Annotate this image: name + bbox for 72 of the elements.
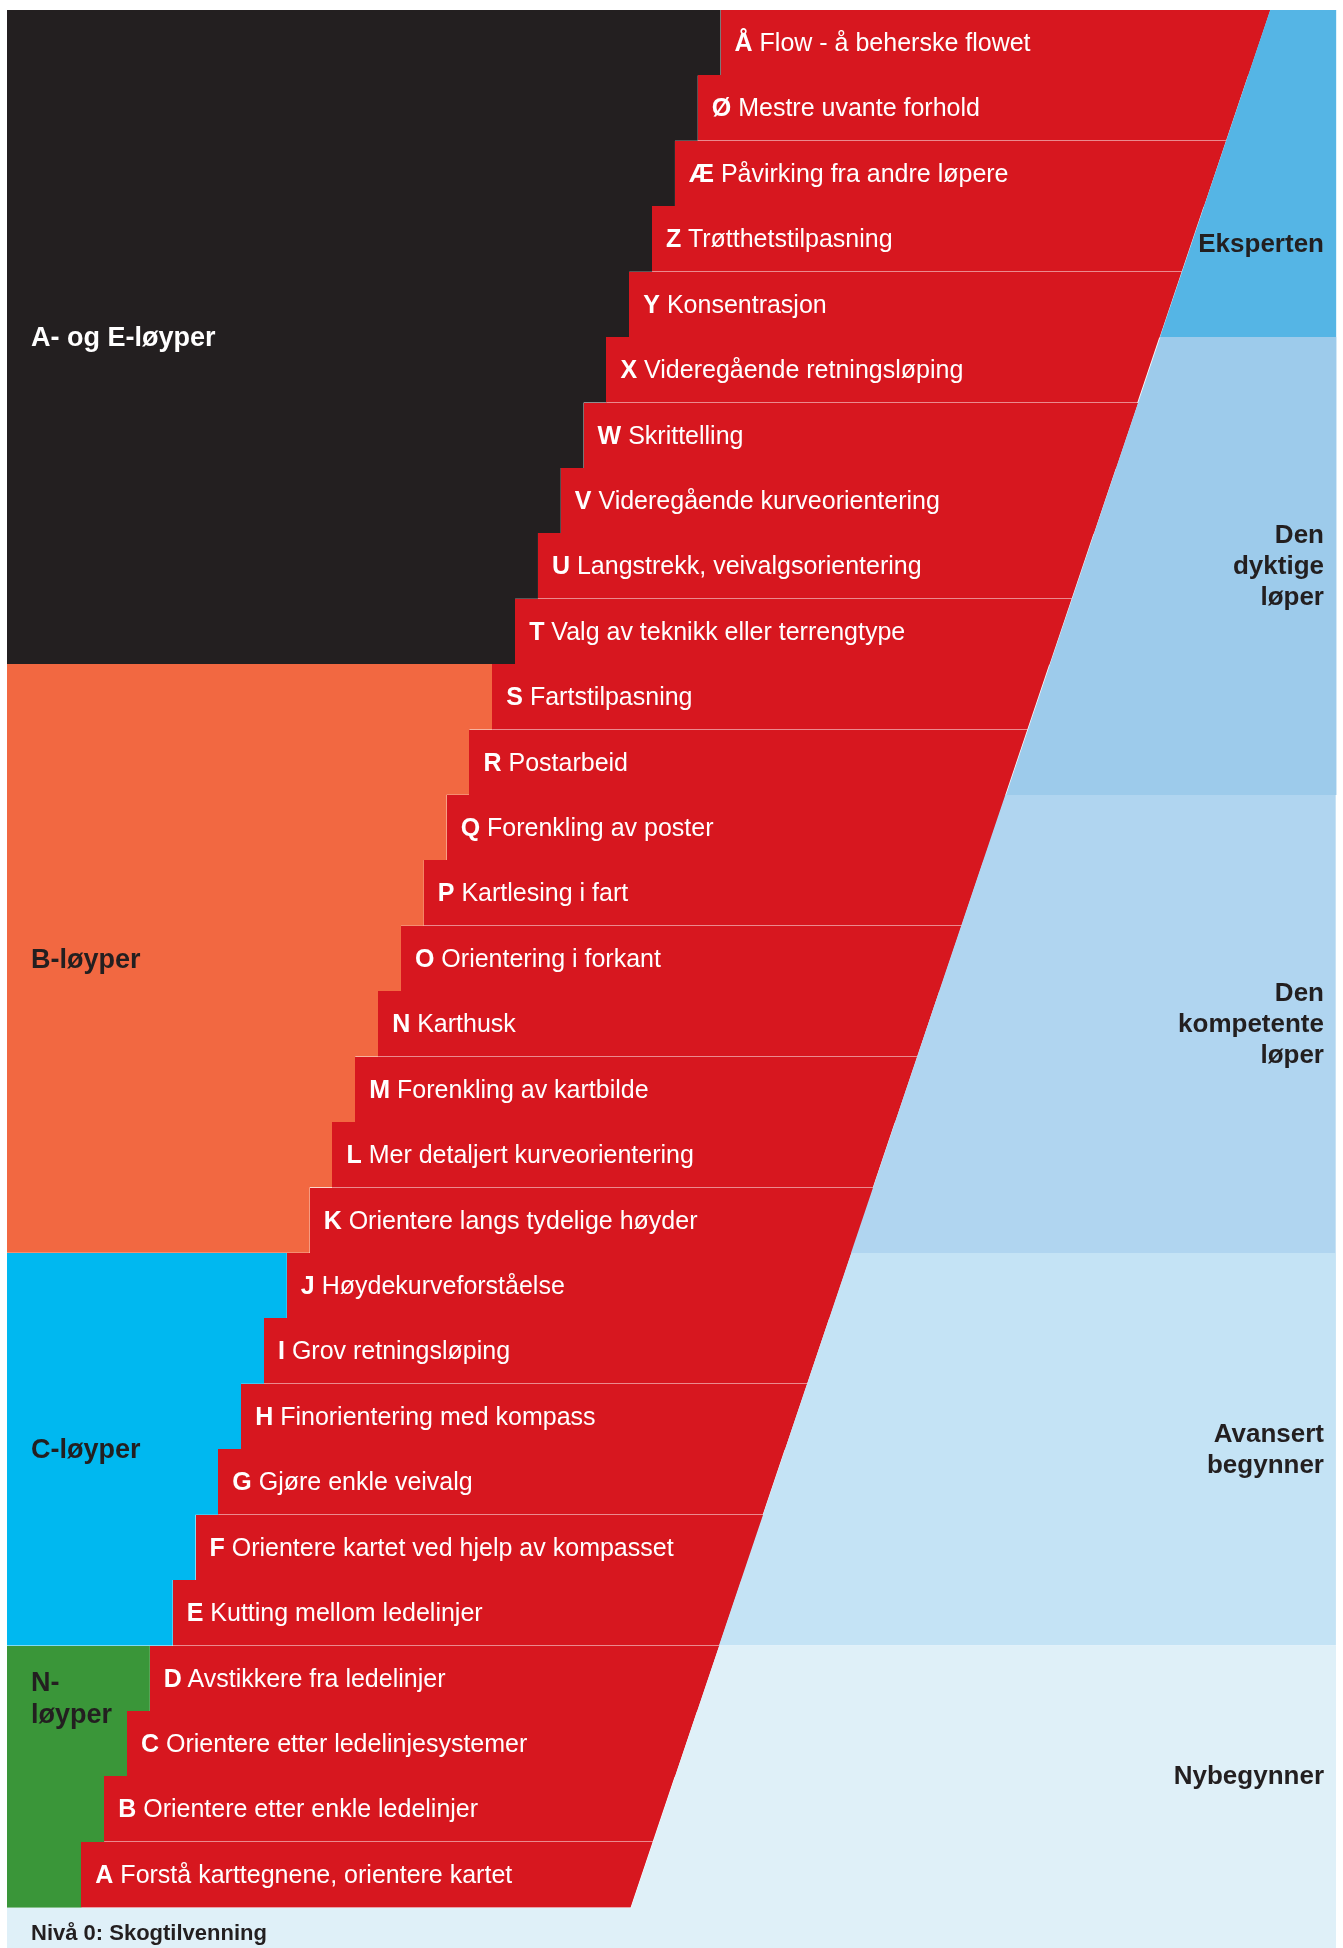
- level-label: Eksperten: [1197, 227, 1324, 260]
- level-band: [1159, 10, 1336, 338]
- step-label: G Gjøre enkle veivalg: [232, 1466, 473, 1498]
- step-label: X Videregående retningsløping: [620, 354, 964, 386]
- step-label: Å Flow - å beherske flowet: [734, 27, 1031, 58]
- step-label: C Orientere etter ledelinjesystemer: [141, 1727, 528, 1759]
- step-label: E Kutting mellom ledelinjer: [186, 1597, 483, 1629]
- level-band: [7, 1645, 1336, 1948]
- step-label: V Videregående kurveorientering: [574, 484, 940, 516]
- step-label: U Langstrekk, veivalgsorientering: [551, 550, 922, 582]
- skill-step: [697, 75, 1248, 141]
- level-label: Den dyktige løper: [1231, 519, 1324, 613]
- skill-step: [629, 271, 1182, 338]
- skill-step: [720, 10, 1270, 76]
- skill-step: [515, 598, 1072, 665]
- step-label: Ø Mestre uvante forhold: [711, 92, 980, 124]
- course-label: N- løyper: [31, 1665, 114, 1731]
- course-label: B-løyper: [31, 942, 141, 975]
- course-label: C-løyper: [31, 1433, 141, 1466]
- step-label: D Avstikkere fra ledelinjer: [163, 1662, 446, 1694]
- step-label: F Orientere kartet ved hjelp av kompasset: [209, 1531, 674, 1563]
- step-label: Q Forenkling av poster: [460, 812, 714, 844]
- step-label: S Fartstilpasning: [506, 681, 693, 713]
- step-label: Z Trøtthetstilpasning: [666, 223, 893, 255]
- step-label: Æ Påvirking fra andre løpere: [688, 157, 1009, 189]
- skill-step: [423, 860, 984, 926]
- skill-step: [195, 1514, 764, 1581]
- step-label: B Orientere etter enkle ledelinjer: [118, 1793, 479, 1825]
- level-band: [1005, 337, 1336, 796]
- level-note: Nivå 0: Skogtilvenning: [31, 1920, 267, 1946]
- step-label: M Forenkling av kartbilde: [369, 1073, 649, 1105]
- skill-step: [127, 1710, 698, 1777]
- skill-step: [264, 1318, 830, 1384]
- skill-step: [355, 1056, 918, 1123]
- skill-step: [583, 402, 1138, 468]
- skill-step: [81, 1841, 653, 1908]
- course-label: A- og E-løyper: [31, 320, 216, 354]
- step-label: Y Konsentrasjon: [643, 288, 827, 320]
- step-label: L Mer detaljert kurveorientering: [346, 1139, 694, 1171]
- skill-step: [218, 1449, 786, 1515]
- step-label: W Skrittelling: [597, 419, 744, 451]
- skill-step: [172, 1580, 742, 1646]
- level-band: [719, 1252, 1336, 1646]
- skill-step: [492, 664, 1050, 730]
- skill-step: [469, 729, 1028, 795]
- step-label: H Finorientering med kompass: [255, 1400, 596, 1432]
- step-label: A Forstå karttegnene, orientere kartet: [95, 1858, 513, 1890]
- skill-step: [606, 337, 1160, 403]
- skill-step: [104, 1776, 675, 1842]
- step-label: T Valg av teknikk eller terrengtype: [529, 615, 906, 647]
- skill-step: [309, 1187, 874, 1253]
- skill-step: [560, 467, 1116, 534]
- skill-step: [332, 1122, 896, 1188]
- skill-step: [241, 1383, 808, 1450]
- step-label: J Høydekurveforståelse: [300, 1269, 565, 1301]
- step-label: R Postarbeid: [483, 746, 628, 778]
- step-label: K Orientere langs tydelige høyder: [323, 1204, 698, 1236]
- skill-step: [400, 925, 962, 992]
- step-label: N Karthusk: [392, 1008, 516, 1040]
- skill-step: [149, 1645, 720, 1711]
- level-label: Den kompetente løper: [1177, 977, 1324, 1071]
- step-label: P Kartlesing i fart: [437, 877, 629, 909]
- level-label: Avansert begynner: [1205, 1418, 1324, 1481]
- level-band: [851, 795, 1336, 1253]
- skill-step: [537, 533, 1094, 599]
- skill-step: [446, 795, 1006, 861]
- skill-step: [378, 991, 940, 1057]
- skill-step: [674, 140, 1226, 207]
- skill-step: [286, 1252, 852, 1319]
- step-label: I Grov retningsløping: [278, 1335, 511, 1367]
- level-label: Nybegynner: [1172, 1760, 1324, 1792]
- step-label: O Orientering i forkant: [414, 942, 661, 974]
